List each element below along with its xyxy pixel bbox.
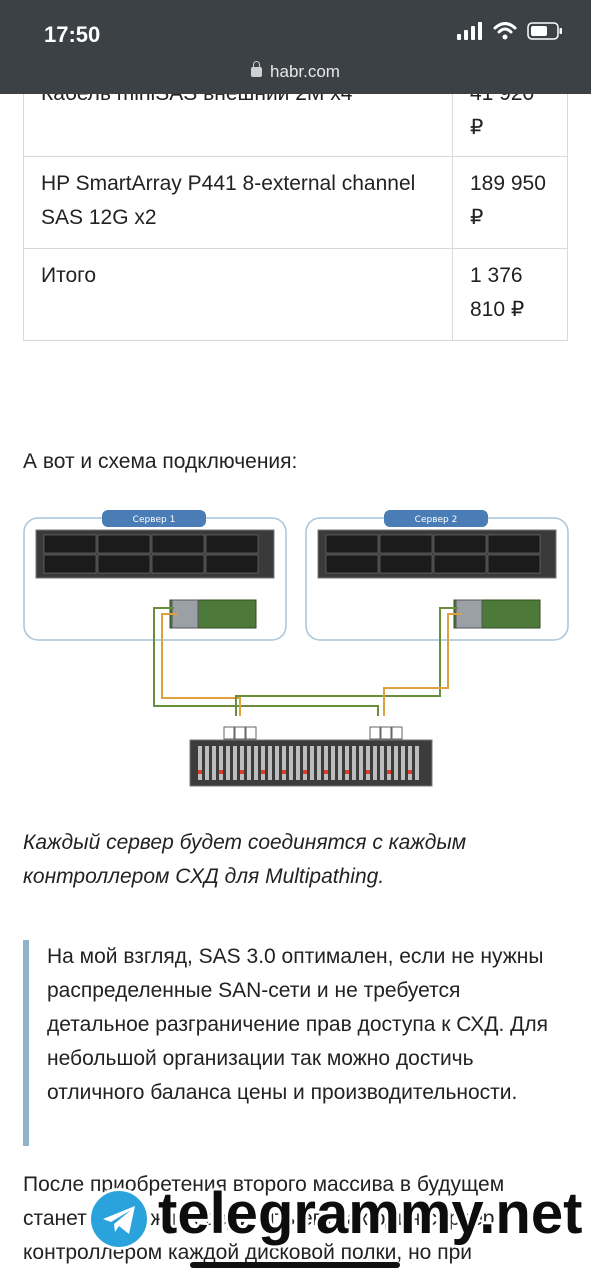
url-text: habr.com <box>270 62 340 81</box>
server2-label-bg <box>384 510 488 527</box>
body-paragraph: После приобретения второго массива в буд… <box>23 1173 511 1264</box>
table-cell-name: HP SmartArray P441 8-external channel SA… <box>23 156 453 249</box>
signal-icon <box>457 22 482 40</box>
table-cell-price: 189 950 ₽ <box>452 156 568 249</box>
cable-s2-b <box>383 613 462 716</box>
connection-diagram[interactable]: Сервер 1 Сервер 2 <box>22 508 570 792</box>
lock-icon <box>251 61 263 77</box>
price-table: Кабель miniSAS внешний 2M x4 41 920 ₽ HP… <box>23 66 568 341</box>
table-cell-price: 1 376 810 ₽ <box>452 248 568 341</box>
wifi-icon <box>493 22 517 40</box>
server1-label-bg <box>102 510 206 527</box>
diagram-caption: Каждый сервер будет соединятся с каждым … <box>23 831 467 888</box>
watermark: telegrammy.net <box>88 1181 588 1258</box>
status-time: 17:50 <box>44 22 101 47</box>
quote-text: На мой взгляд, SAS 3.0 оптимален, если н… <box>47 945 548 1104</box>
cable-s2-a <box>235 607 458 716</box>
home-indicator[interactable] <box>190 1262 400 1268</box>
status-icons <box>457 22 563 40</box>
blockquote: На мой взгляд, SAS 3.0 оптимален, если н… <box>23 940 568 1146</box>
table-cell-name: Итого <box>23 248 453 341</box>
cable-s1-a <box>153 607 379 716</box>
intro-paragraph: А вот и схема подключения: <box>23 450 298 473</box>
watermark-text: telegrammy.net <box>158 1181 583 1246</box>
server2-label: Сервер 2 <box>415 515 458 525</box>
address-bar[interactable]: habr.com <box>0 61 591 82</box>
table-row: HP SmartArray P441 8-external channel SA… <box>23 156 568 249</box>
cable-s1-b <box>161 613 241 716</box>
battery-icon <box>527 22 562 40</box>
status-bar: 17:50 habr.com <box>0 0 591 94</box>
telegram-logo-icon <box>88 1188 150 1250</box>
table-row: Итого 1 376 810 ₽ <box>23 248 568 341</box>
server1-label: Сервер 1 <box>133 515 176 525</box>
